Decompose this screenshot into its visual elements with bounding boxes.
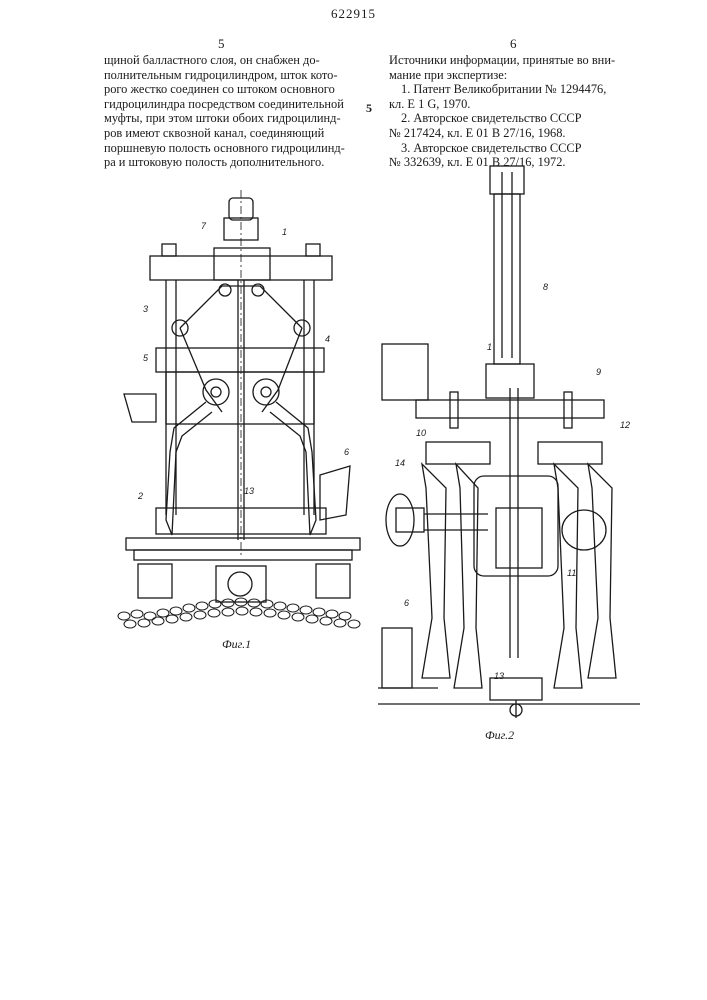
right-column-text: Источники информации, принятые во вни- м… [389, 53, 641, 170]
fig1-label: 4 [325, 334, 330, 344]
reference-line: № 217424, кл. Е 01 В 27/16, 1968. [389, 126, 641, 141]
figure-2-caption: Фиг.2 [485, 728, 514, 743]
top-block [214, 248, 270, 280]
left-text-line: щиной балластного слоя, он снабжен до- [104, 53, 356, 68]
upper-cylinder [494, 194, 520, 364]
fig1-label: 6 [344, 447, 349, 457]
fig2-label: 6 [404, 598, 409, 608]
figure-1-caption: Фиг.1 [222, 637, 251, 652]
fig2-label: 9 [596, 367, 601, 377]
fig2-label: 1 [487, 342, 492, 352]
figure-2-drawing [378, 158, 640, 728]
reference-line: 1. Патент Великобритании № 1294476, [389, 82, 641, 97]
fig1-label: 5 [143, 353, 148, 363]
rail [126, 538, 360, 550]
left-text-line: полнительным гидроцилиндром, шток кото- [104, 68, 356, 83]
fig1-label: 3 [143, 304, 148, 314]
left-text-line: поршневую полость основного гидроцилинд- [104, 141, 356, 156]
fig1-label: 2 [138, 491, 143, 501]
fig2-label: 13 [494, 671, 504, 681]
left-column-number: 5 [218, 36, 225, 52]
fig2-label: 10 [416, 428, 426, 438]
fig2-label: 14 [395, 458, 405, 468]
left-text-line: муфты, при этом штоки обоих гидроцилинд- [104, 111, 356, 126]
patent-number: 622915 [331, 6, 376, 22]
references-heading-line: мание при экспертизе: [389, 68, 641, 83]
references-heading-line: Источники информации, принятые во вни- [389, 53, 641, 68]
left-text-line: ра и штоковую полость дополнительного. [104, 155, 356, 170]
fig2-label: 12 [620, 420, 630, 430]
fig2-label: 11 [567, 568, 576, 578]
fig1-label: 1 [282, 227, 287, 237]
margin-line-number: 5 [366, 101, 372, 116]
upper-cylinder-head [490, 166, 524, 194]
fig1-label: 7 [201, 221, 206, 231]
left-text-line: гидроцилиндра посредством соединительной [104, 97, 356, 112]
left-text-line: ров имеют сквозной канал, соединяющий [104, 126, 356, 141]
left-column-text: щиной балластного слоя, он снабжен до- п… [104, 53, 356, 170]
gearbox-housing [474, 476, 558, 576]
middle-block [156, 348, 324, 372]
reference-line: 3. Авторское свидетельство СССР [389, 141, 641, 156]
right-column-number: 6 [510, 36, 517, 52]
reference-line: 2. Авторское свидетельство СССР [389, 111, 641, 126]
fig1-label: 13 [244, 486, 254, 496]
fig2-label: 8 [543, 282, 548, 292]
figure-1-drawing [110, 190, 370, 660]
left-text-line: рого жестко соединен со штоком основного [104, 82, 356, 97]
reference-line: кл. Е 1 G, 1970. [389, 97, 641, 112]
